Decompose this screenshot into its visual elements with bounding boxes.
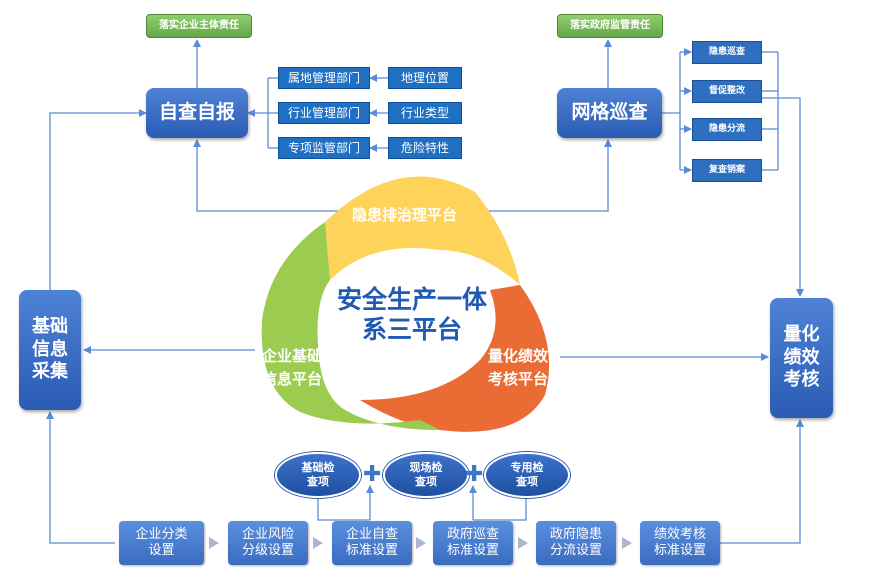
plus-icon: ✚ [465, 462, 484, 487]
chevron-right-icon [518, 537, 528, 549]
chevron-right-icon [416, 537, 426, 549]
basic-info-collection-box[interactable]: 基础 信息 采集 [19, 290, 81, 410]
department-box[interactable]: 专项监管部门 [278, 137, 370, 159]
inspection-step-box[interactable]: 督促整改 [692, 80, 762, 103]
yellow-petal [325, 176, 520, 285]
department-box[interactable]: 行业管理部门 [278, 102, 370, 124]
orange-petal [360, 285, 550, 432]
chevron-right-icon [313, 537, 323, 549]
department-box[interactable]: 属地管理部门 [278, 67, 370, 89]
bottom-step-box[interactable]: 企业风险 分级设置 [228, 521, 308, 565]
plus-icon: ✚ [363, 462, 382, 487]
inspection-step-box[interactable]: 复查销案 [692, 159, 762, 182]
check-item-oval[interactable]: 专用检 查项 [484, 452, 570, 498]
bottom-step-box[interactable]: 企业分类 设置 [119, 521, 204, 565]
inspection-step-box[interactable]: 隐患分流 [692, 118, 762, 141]
attribute-box[interactable]: 危险特性 [388, 137, 462, 159]
green-petal-label: 企业基础 信息平台 [262, 347, 323, 389]
bottom-step-box[interactable]: 企业自查 标准设置 [332, 521, 412, 565]
enterprise-responsibility-tag: 落实企业主体责任 [146, 14, 252, 38]
bottom-step-box[interactable]: 政府隐患 分流设置 [536, 521, 616, 565]
chevron-right-icon [209, 537, 219, 549]
check-item-oval[interactable]: 基础检 查项 [275, 452, 361, 498]
chevron-right-icon [622, 537, 632, 549]
attribute-box[interactable]: 行业类型 [388, 102, 462, 124]
government-responsibility-tag: 落实政府监管责任 [557, 14, 663, 38]
inspection-step-box[interactable]: 隐患巡查 [692, 41, 762, 64]
bottom-step-box[interactable]: 绩效考核 标准设置 [640, 521, 720, 565]
green-petal [261, 222, 440, 430]
performance-assessment-box[interactable]: 量化 绩效 考核 [770, 298, 833, 418]
yellow-petal-label: 隐患排治理平台 [352, 206, 458, 224]
orange-petal-label: 量化绩效 考核平台 [488, 347, 549, 389]
self-check-box[interactable]: 自查自报 [146, 88, 248, 138]
grid-inspection-box[interactable]: 网格巡查 [557, 88, 662, 138]
attribute-box[interactable]: 地理位置 [388, 67, 462, 89]
center-title: 安全生产一体 系三平台 [336, 285, 487, 344]
bottom-step-box[interactable]: 政府巡查 标准设置 [433, 521, 513, 565]
check-item-oval[interactable]: 现场检 查项 [383, 452, 469, 498]
